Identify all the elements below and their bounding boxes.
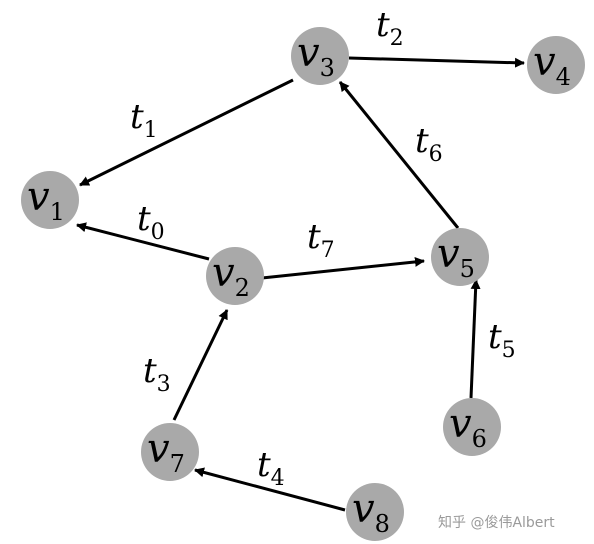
node-v1-circle [21,171,79,229]
node-v6-circle [443,398,501,456]
edge-t1: t1 [79,78,294,187]
edge-t0-line [76,222,210,261]
node-v5-label: v5 [437,231,475,283]
edge-t7-line [261,256,425,280]
edge-t2-label: t2 [376,5,404,51]
edge-t1-line [79,78,294,187]
node-v7: v7 [141,423,199,481]
node-v3: v3 [291,27,349,85]
node-v6: v6 [443,398,501,456]
edge-t4-line [194,467,346,512]
edge-t0-label: t0 [137,199,165,245]
edge-t6-line [338,81,460,229]
node-v5-circle [431,228,489,286]
node-v7-label: v7 [147,426,185,478]
node-v3-label: v3 [297,30,335,82]
edge-t3-label: t3 [143,351,171,397]
node-v5: v5 [431,228,489,286]
node-v4-circle [527,36,585,94]
edge-t4: t4 [194,445,346,512]
edge-t3: t3 [143,309,229,421]
edge-t6-label: t6 [415,121,443,167]
edge-t5-label: t5 [488,317,516,363]
edge-t6: t6 [338,81,460,229]
edge-t1-label: t1 [130,97,158,143]
edge-t3-line [172,309,229,421]
node-v4-label: v4 [533,39,571,91]
watermark: 知乎 @俊伟Albert [438,515,555,531]
edge-t5: t5 [469,279,516,399]
node-v8-circle [346,483,404,541]
node-v7-circle [141,423,199,481]
edge-t7-label: t7 [307,217,335,263]
edges: t0 t1 t2 t3 t4 [76,5,525,512]
node-v8: v8 [346,483,404,541]
node-v1-label: v1 [27,174,65,226]
node-v2: v2 [206,247,264,305]
node-v6-label: v6 [449,401,487,453]
node-v2-label: v2 [212,250,250,302]
node-v8-label: v8 [352,486,390,538]
edge-t5-line [469,279,481,399]
edge-t7: t7 [261,217,425,280]
nodes: v1 v2 v3 v4 v5 [21,27,585,541]
node-v3-circle [291,27,349,85]
node-v1: v1 [21,171,79,229]
node-v4: v4 [527,36,585,94]
edge-t2: t2 [348,5,525,68]
node-v2-circle [206,247,264,305]
edge-t2-line [348,56,525,68]
edge-t0: t0 [76,199,210,261]
edge-t4-label: t4 [257,445,285,491]
